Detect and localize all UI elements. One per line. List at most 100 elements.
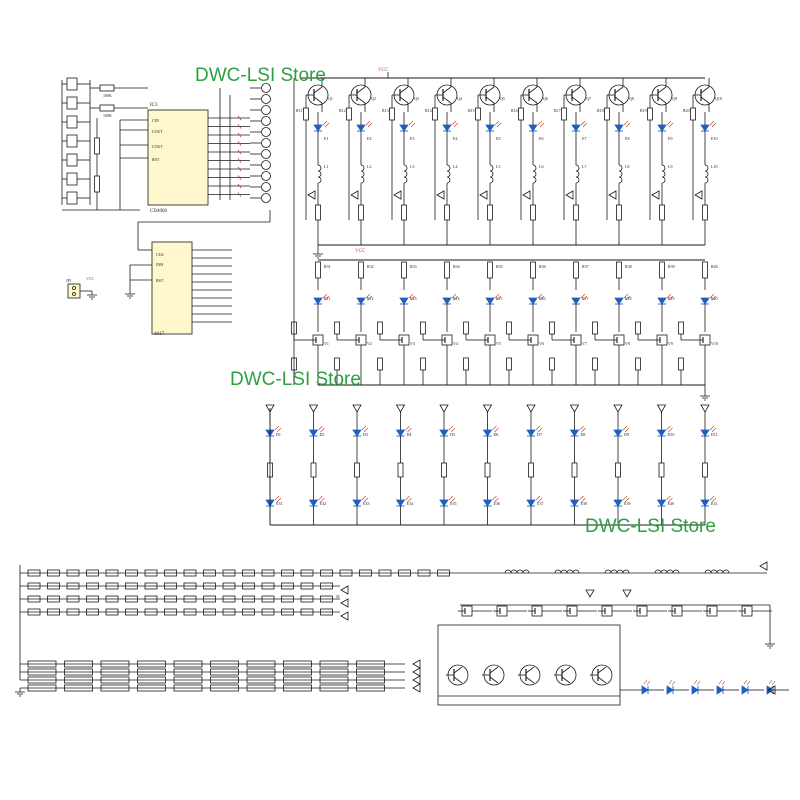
resistor (86, 595, 99, 603)
connector-icon (526, 404, 536, 413)
ref-label: R15 (468, 108, 475, 113)
resistor (100, 676, 130, 684)
header-pad-icon (261, 127, 271, 137)
resistor (94, 175, 100, 193)
label: JP1 (66, 278, 72, 283)
resistor (283, 660, 312, 668)
inductor-icon (489, 164, 494, 184)
resistor (487, 261, 493, 279)
resistor (144, 582, 158, 590)
ref-label: D10 (668, 432, 675, 437)
resistor (463, 321, 469, 335)
resistor (261, 582, 275, 590)
resistor (164, 608, 177, 616)
connector-icon (265, 404, 275, 413)
ref-label: Q6 (543, 96, 548, 101)
resistor (64, 676, 93, 684)
connector-icon (412, 667, 421, 677)
resistor (319, 676, 349, 684)
ref-label: Q9 (672, 96, 677, 101)
ref-label: E1 (324, 136, 328, 141)
resistor (334, 321, 340, 335)
resistor (66, 595, 80, 603)
connector-icon (651, 190, 660, 200)
ref-label: L8 (625, 164, 629, 169)
ref-label: D4 (407, 432, 412, 437)
led-arrow-icon (743, 679, 751, 686)
transistor-emitter (442, 96, 452, 104)
led-arrow-icon (274, 425, 282, 433)
led-icon (352, 429, 362, 437)
resistor (616, 204, 622, 221)
led-icon (666, 685, 674, 695)
resistor (319, 684, 349, 692)
led-arrow-icon (318, 425, 325, 433)
resistor (281, 608, 294, 616)
led-arrow-icon (666, 495, 673, 503)
ref-label: E7 (582, 136, 586, 141)
transistor-emitter (399, 96, 409, 104)
transistor-collector (700, 86, 710, 94)
connector-icon (436, 190, 445, 200)
ref-label: L7 (582, 164, 586, 169)
ref-label: E5 (496, 136, 500, 141)
resistor (27, 668, 57, 676)
ref-label: V4 (453, 341, 458, 346)
label: IC3 (150, 103, 158, 108)
resistor (203, 582, 216, 590)
resistor (356, 668, 385, 676)
inductor-icon (317, 164, 322, 184)
transistor-collector (485, 86, 495, 94)
resistor (173, 668, 203, 676)
ref-label: L3 (410, 164, 414, 169)
resistor (222, 582, 236, 590)
switch-icon (66, 77, 78, 91)
resistor (210, 676, 239, 684)
label: VCC (378, 68, 389, 73)
resistor (283, 676, 312, 684)
resistor (319, 660, 349, 668)
led-icon (700, 499, 710, 507)
resistor (183, 582, 197, 590)
led-icon (657, 297, 667, 305)
resistor (604, 107, 610, 121)
ref-label: D5 (450, 432, 455, 437)
transistor-emitter (657, 96, 667, 104)
resistor (441, 462, 447, 478)
transistor-cluster-box (437, 624, 621, 706)
led-arrow-icon (405, 495, 412, 503)
transistor-collector (399, 86, 409, 94)
led-arrow-icon (492, 425, 499, 433)
ref-label: R16 (511, 108, 518, 113)
led-icon (399, 124, 409, 132)
led-icon (439, 499, 449, 507)
transistor-emitter (485, 96, 495, 104)
led-arrow-icon (365, 120, 373, 128)
header-pad-icon (261, 182, 271, 192)
led-icon (569, 429, 580, 437)
inductor-icon (446, 164, 451, 184)
transistor-emitter (700, 96, 710, 104)
resistor (484, 462, 491, 478)
resistor (173, 660, 203, 668)
label: VCC (86, 276, 95, 281)
label: COUT (152, 144, 163, 149)
ref-label: L9 (668, 164, 672, 169)
resistor (659, 261, 665, 279)
led-icon (485, 124, 495, 132)
header-pad-icon (261, 83, 271, 93)
inductor-icon (704, 164, 709, 184)
resistor (99, 104, 115, 112)
resistor (86, 582, 99, 590)
connector-icon (395, 404, 406, 413)
resistor (27, 684, 57, 692)
ref-label: E36 (494, 501, 500, 506)
ground-symbol (87, 294, 97, 300)
resistor (506, 357, 512, 371)
resistor (246, 660, 276, 668)
resistor (27, 569, 41, 577)
ref-label: R13 (382, 108, 389, 113)
resistor (702, 204, 708, 221)
led-icon (442, 124, 452, 132)
label: CIN (152, 118, 159, 123)
